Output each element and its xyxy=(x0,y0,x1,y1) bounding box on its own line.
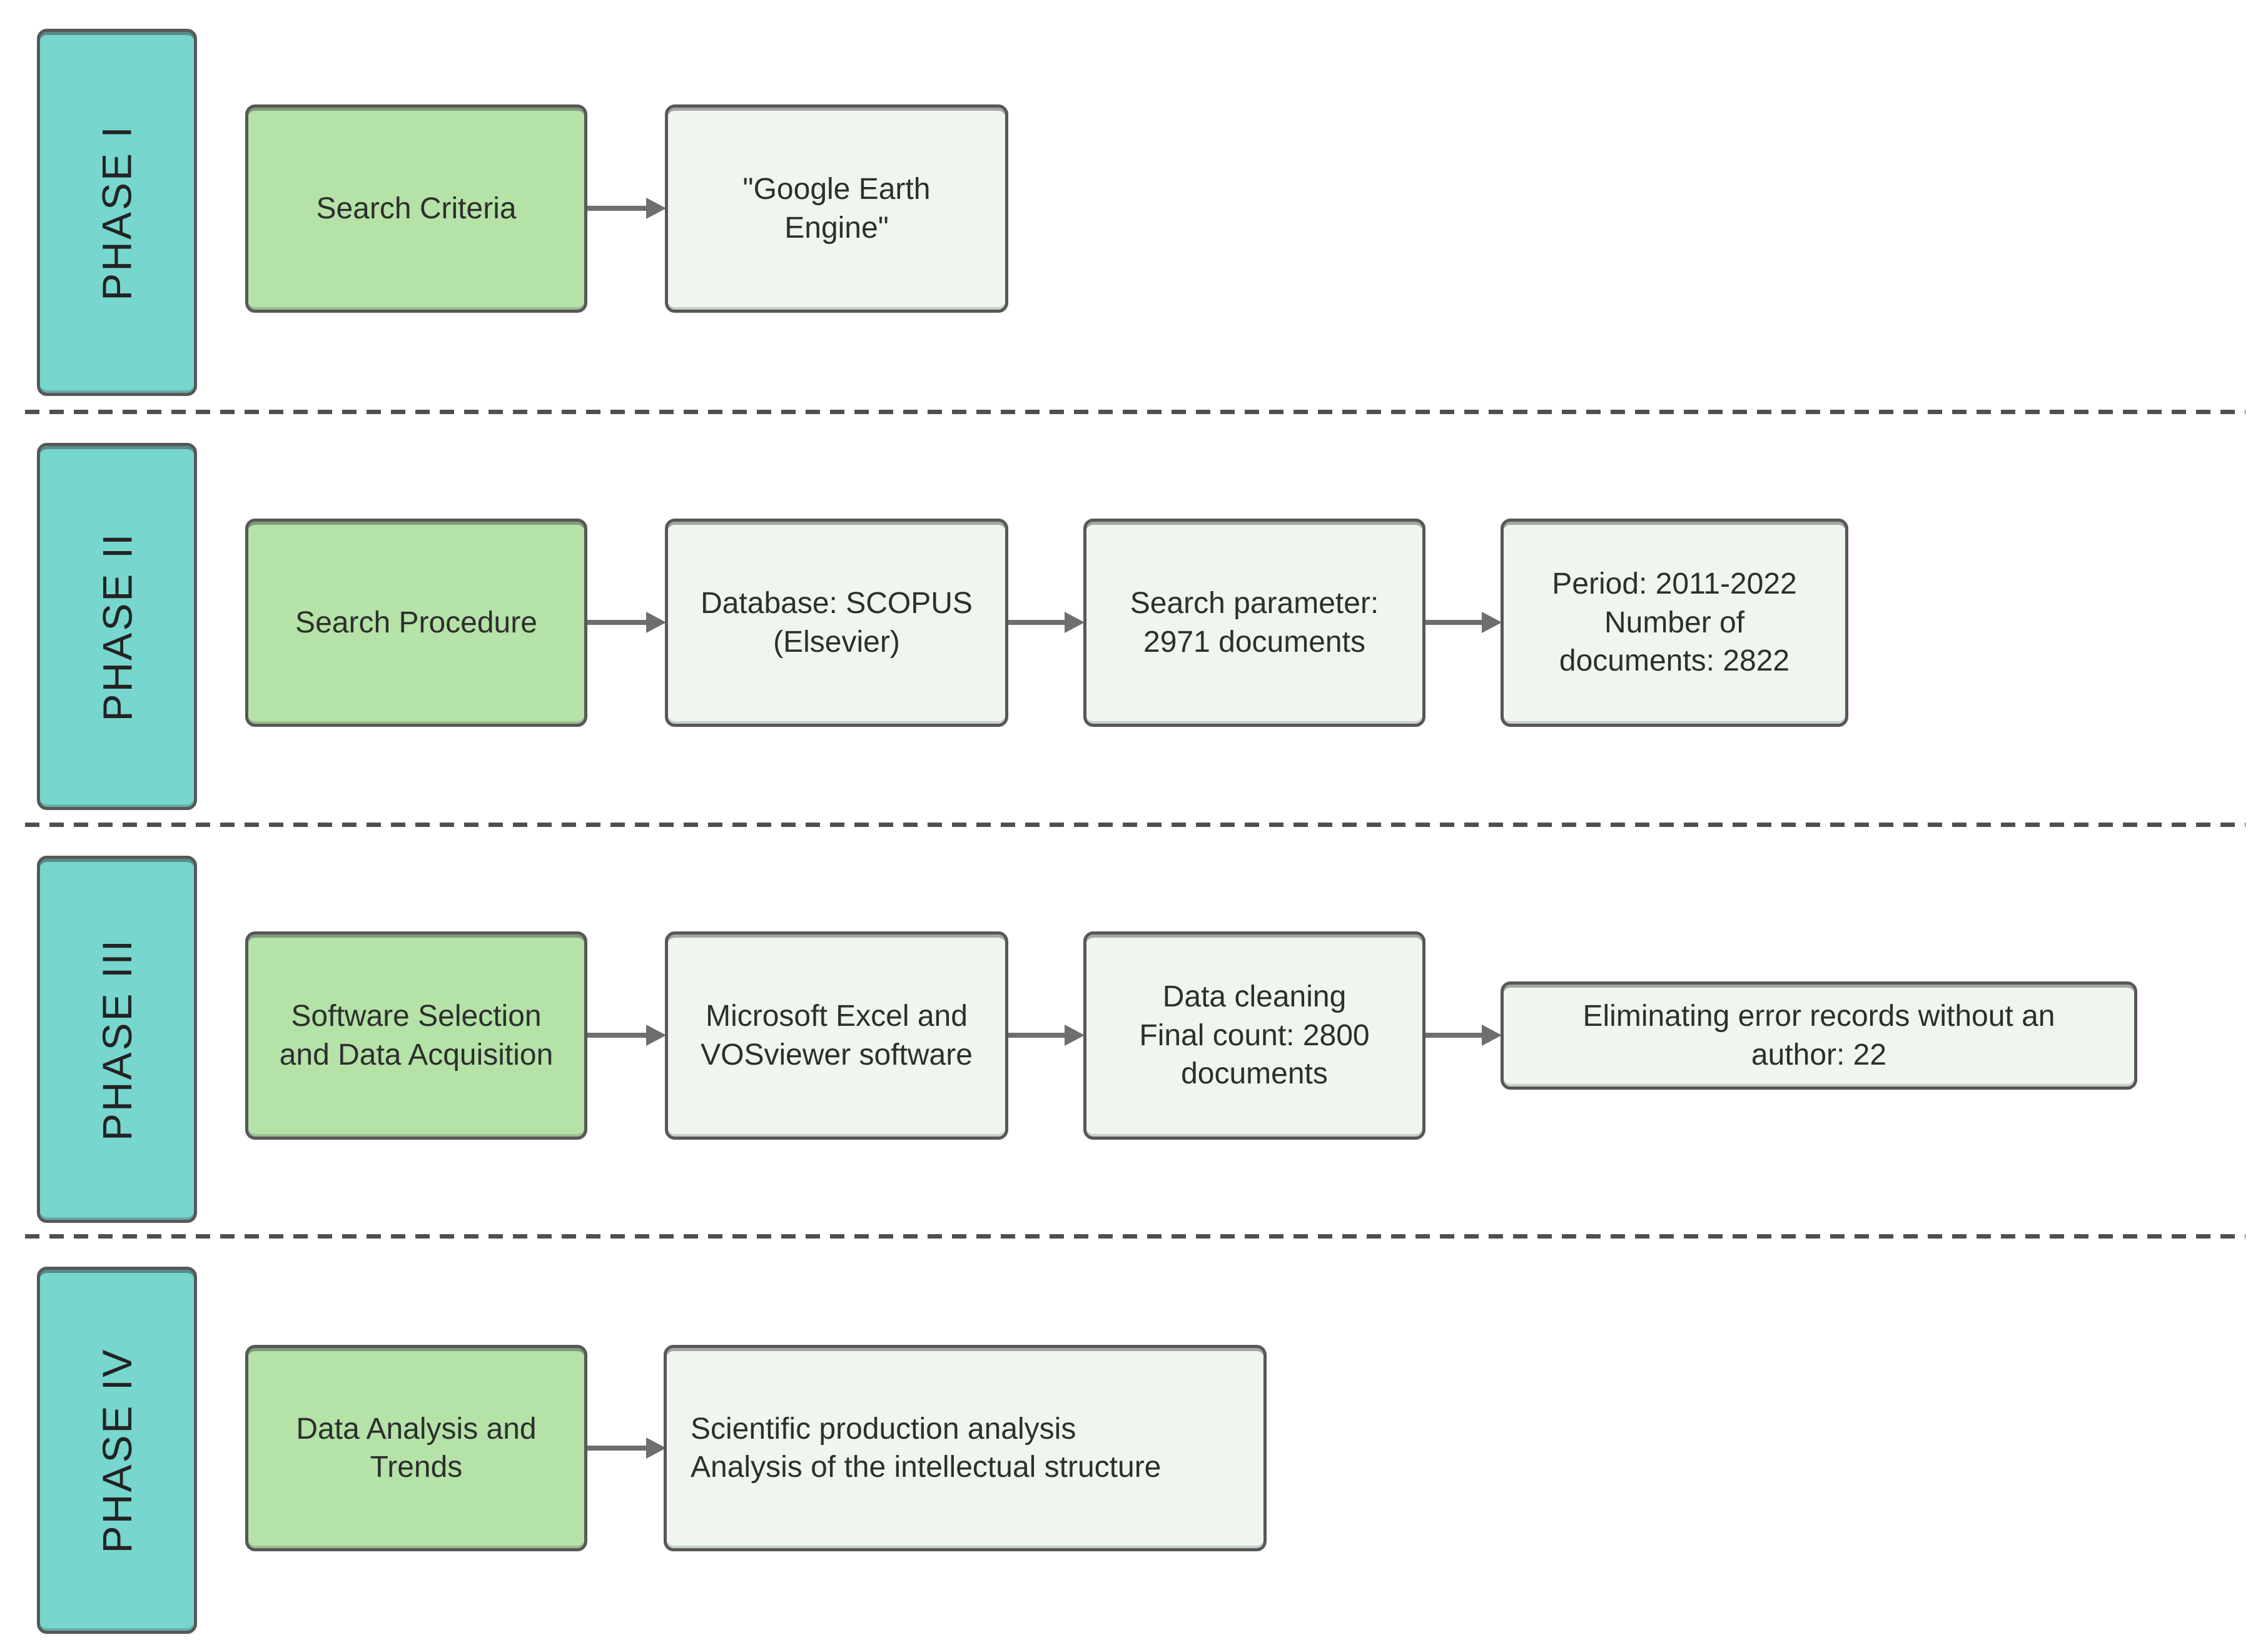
phase-1-step-box: Search Criteria xyxy=(245,104,587,313)
phase-3-step-label: Software Selection and Data Acquisition xyxy=(279,1000,554,1072)
flow-arrow-icon xyxy=(587,1025,666,1046)
phase-2-detail-box-1: Database: SCOPUS (Elsevier) xyxy=(665,519,1008,727)
phase-2-detail-text-3: Period: 2011-2022 Number of documents: 2… xyxy=(1552,567,1797,678)
arrow-shaft xyxy=(587,206,649,211)
phase-4-row: PHASE IV Data Analysis and Trends Scient… xyxy=(0,1239,2268,1652)
phase-3-detail-text-2: Data cleaning Final count: 2800 document… xyxy=(1139,980,1370,1091)
phase-3-detail-box-2: Data cleaning Final count: 2800 document… xyxy=(1083,931,1425,1140)
phase-2-step-box: Search Procedure xyxy=(245,519,587,727)
phase-2-detail-text-1: Database: SCOPUS (Elsevier) xyxy=(701,587,973,659)
phase-2-step-label: Search Procedure xyxy=(295,606,537,639)
phase-2-detail-box-3: Period: 2011-2022 Number of documents: 2… xyxy=(1501,519,1848,727)
arrow-shaft xyxy=(1008,1033,1067,1038)
flow-arrow-icon xyxy=(587,1437,666,1459)
phase-1-tab: PHASE I xyxy=(37,29,197,396)
arrow-shaft xyxy=(587,620,649,625)
phase-1-label: PHASE I xyxy=(94,124,140,301)
phase-3-detail-text-3: Eliminating error records without an aut… xyxy=(1582,1000,2055,1072)
phase-4-detail-text-1: Scientific production analysis Analysis … xyxy=(691,1412,1162,1484)
phase-2-label: PHASE II xyxy=(94,532,141,721)
flow-arrow-icon xyxy=(1008,1025,1085,1046)
phase-4-label: PHASE IV xyxy=(94,1347,141,1553)
flow-arrow-icon xyxy=(587,198,666,219)
arrow-shaft xyxy=(1425,620,1484,625)
phase-4-step-label: Data Analysis and Trends xyxy=(296,1412,537,1484)
arrow-shaft xyxy=(1008,620,1067,625)
phase-3-detail-box-3: Eliminating error records without an aut… xyxy=(1501,981,2137,1090)
arrow-head xyxy=(1482,612,1502,633)
arrow-head xyxy=(646,1025,666,1046)
phase-3-detail-text-1: Microsoft Excel and VOSviewer software xyxy=(701,1000,973,1072)
phase-2-detail-text-2: Search parameter: 2971 documents xyxy=(1130,587,1379,659)
phase-divider-1 xyxy=(25,410,2245,414)
phase-3-tab: PHASE III xyxy=(37,856,197,1223)
phase-1-detail-text-1: "Google Earth Engine" xyxy=(742,173,931,245)
arrow-head xyxy=(646,198,666,219)
arrow-head xyxy=(646,612,666,633)
phase-2-row: PHASE II Search Procedure Database: SCOP… xyxy=(0,414,2268,827)
flow-arrow-icon xyxy=(1425,1025,1502,1046)
arrow-shaft xyxy=(1425,1033,1484,1038)
phase-4-detail-box-1: Scientific production analysis Analysis … xyxy=(664,1345,1267,1551)
phase-1-detail-box-1: "Google Earth Engine" xyxy=(665,104,1008,313)
arrow-head xyxy=(1482,1025,1502,1046)
phase-4-tab: PHASE IV xyxy=(37,1267,197,1634)
phase-divider-2 xyxy=(25,823,2245,827)
phase-1-row: PHASE I Search Criteria "Google Earth En… xyxy=(0,0,2268,414)
phase-3-row: PHASE III Software Selection and Data Ac… xyxy=(0,827,2268,1239)
phase-4-step-box: Data Analysis and Trends xyxy=(245,1345,587,1551)
phase-3-detail-box-1: Microsoft Excel and VOSviewer software xyxy=(665,931,1008,1140)
phase-3-label: PHASE III xyxy=(94,938,141,1141)
phase-2-tab: PHASE II xyxy=(37,443,197,810)
phase-3-step-box: Software Selection and Data Acquisition xyxy=(245,931,587,1140)
flow-arrow-icon xyxy=(1008,612,1085,633)
phase-divider-3 xyxy=(25,1234,2245,1239)
flow-arrow-icon xyxy=(587,612,666,633)
arrow-head xyxy=(1065,1025,1085,1046)
arrow-head xyxy=(646,1437,666,1459)
phase-2-detail-box-2: Search parameter: 2971 documents xyxy=(1083,519,1425,727)
phase-1-step-label: Search Criteria xyxy=(316,191,517,225)
arrow-head xyxy=(1065,612,1085,633)
arrow-shaft xyxy=(587,1446,649,1451)
flow-arrow-icon xyxy=(1425,612,1502,633)
arrow-shaft xyxy=(587,1033,649,1038)
